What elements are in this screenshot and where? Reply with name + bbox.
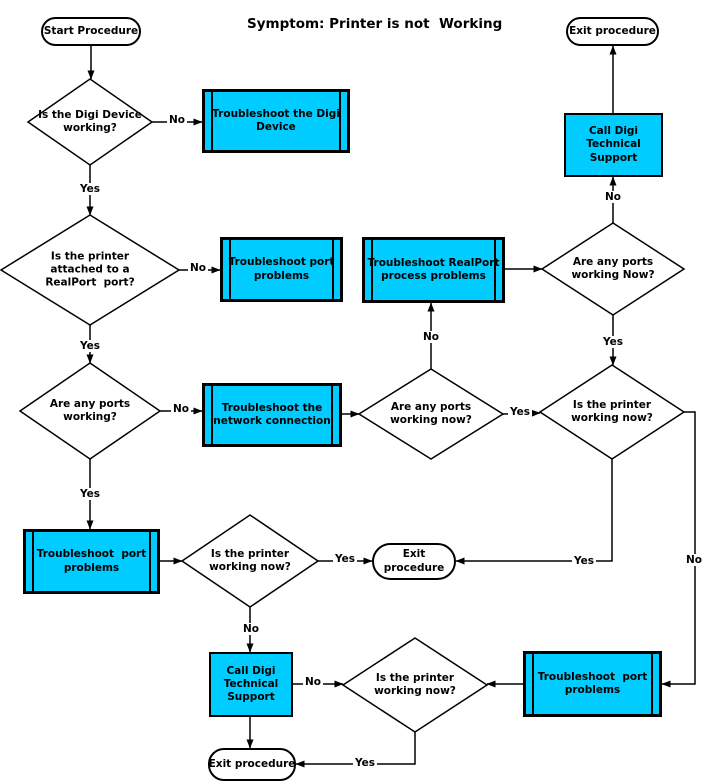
process-call-support-top: Call Digi Technical Support [564,113,663,177]
decision-printer-bottom-label: Is the printer working now? [374,671,456,697]
process-troubleshoot-realport: Troubleshoot RealPort process problems [362,237,505,303]
decision-digi-working-label: Is the Digi Device working? [38,108,142,134]
edge-label-digi-no: No [166,114,188,126]
edge-label-rightnow-yes: Yes [600,336,626,348]
process-troubleshoot-port-problems-3: Troubleshoot port problems [523,651,662,717]
predefined-bar-icon [532,654,534,714]
edge-label-digi-yes: Yes [77,183,103,195]
process-troubleshoot-port-problems-1: Troubleshoot port problems [220,237,343,302]
terminator-exit-mid: Exit procedure [372,543,456,580]
edge-label-attached-no: No [187,262,209,274]
terminator-exit-bottom: Exit procedure [208,748,296,781]
edge-label-printer-right-yes: Yes [571,555,597,567]
process-label: Troubleshoot the network connection [213,401,331,427]
predefined-bar-icon [32,532,34,591]
edge-printer-right-yes [455,459,613,565]
terminator-start: Start Procedure [41,17,141,46]
decision-printer-right-label: Is the printer working now? [571,398,653,424]
predefined-bar-icon [211,386,213,444]
edge-label-ports-yes: Yes [77,488,103,500]
diagram-title: Symptom: Printer is not Working [247,16,503,32]
edge-label-midnow-no: No [420,331,442,343]
edge-printer-right-no [661,411,696,688]
terminator-exit-bottom-label: Exit procedure [208,757,296,770]
predefined-bar-icon [211,92,213,150]
edge-printer-bottom-yes [295,732,416,768]
process-label: Troubleshoot the Digi Device [212,107,340,133]
process-label: Troubleshoot port problems [228,256,335,282]
process-label: Troubleshoot port problems [537,670,648,696]
predefined-bar-icon [339,92,341,150]
process-label: Call Digi Technical Support [223,664,279,704]
edge-label-rightnow-no: No [602,191,624,203]
process-troubleshoot-digi-device: Troubleshoot the Digi Device [202,89,350,153]
edge-label-midnow-yes: Yes [507,406,533,418]
predefined-bar-icon [651,654,653,714]
predefined-bar-icon [229,240,231,299]
edge-label-ports-no: No [170,403,192,415]
decision-ports-now-right-label: Are any ports working Now? [571,255,655,281]
edge-label-printer-right-no: No [683,554,705,566]
decision-ports-working-label: Are any ports working? [49,397,131,423]
predefined-bar-icon [371,240,373,300]
decision-ports-now-mid-shape [357,368,505,460]
process-call-support-bottom: Call Digi Technical Support [209,652,293,717]
predefined-bar-icon [494,240,496,300]
edge-label-printer-mid-yes: Yes [332,553,358,565]
predefined-bar-icon [331,386,333,444]
edge-label-support-no: No [302,676,324,688]
predefined-bar-icon [149,532,151,591]
process-troubleshoot-port-problems-2: Troubleshoot port problems [23,529,160,594]
terminator-exit-mid-label: Exit procedure [383,548,445,574]
edge-label-printer-bottom-yes: Yes [352,757,378,769]
terminator-start-label: Start Procedure [43,24,139,37]
terminator-exit-top: Exit procedure [566,17,659,46]
edge-label-attached-yes: Yes [77,340,103,352]
process-troubleshoot-network: Troubleshoot the network connection [202,383,342,447]
process-label: Call Digi Technical Support [586,125,641,164]
terminator-exit-top-label: Exit procedure [569,24,656,37]
decision-realport-attached-label: Is the printer attached to a RealPort po… [45,250,135,289]
edge-label-printer-mid-no: No [240,623,262,635]
process-label: Troubleshoot port problems [36,548,147,574]
decision-ports-now-mid-label: Are any ports working now? [390,400,472,426]
predefined-bar-icon [332,240,334,299]
process-label: Troubleshoot RealPort process problems [367,256,500,282]
decision-printer-mid-label: Is the printer working now? [209,547,291,573]
